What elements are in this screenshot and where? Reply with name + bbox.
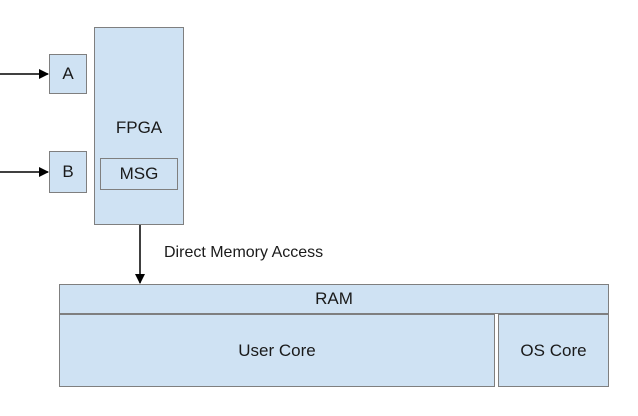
msg-box: MSG	[100, 158, 178, 190]
fpga-label: FPGA	[115, 118, 163, 137]
msg-label: MSG	[119, 164, 159, 183]
input-box-a: A	[49, 54, 87, 94]
input-box-b: B	[49, 151, 87, 193]
dma-label: Direct Memory Access	[164, 244, 324, 261]
fpga-box: FPGA MSG	[94, 27, 184, 225]
os-core-label: OS Core	[520, 340, 587, 360]
input-b-label: B	[62, 162, 74, 181]
ram-label: RAM	[315, 289, 353, 308]
os-core-box: OS Core	[498, 314, 609, 387]
input-a-label: A	[62, 64, 74, 83]
user-core-box: User Core	[59, 314, 495, 387]
ram-bar: RAM	[59, 284, 609, 314]
user-core-label: User Core	[238, 340, 316, 360]
